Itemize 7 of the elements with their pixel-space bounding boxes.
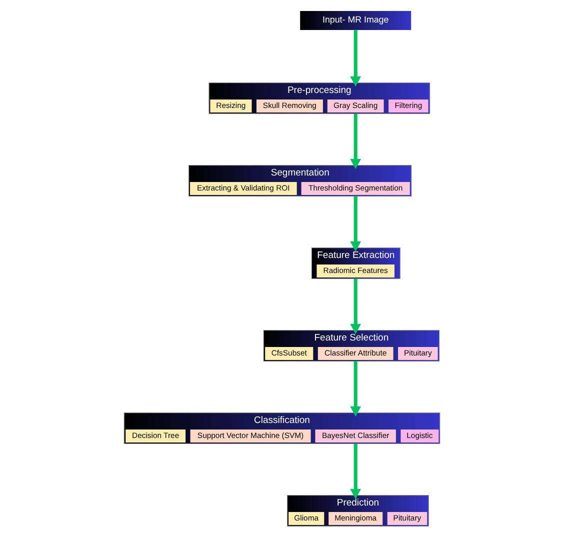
arrow	[350, 30, 361, 87]
node-box: Input- MR Image	[300, 11, 411, 30]
arrow	[350, 278, 361, 334]
arrow	[350, 444, 361, 500]
arrow	[350, 114, 361, 170]
arrow	[350, 196, 361, 252]
arrow	[350, 361, 361, 417]
